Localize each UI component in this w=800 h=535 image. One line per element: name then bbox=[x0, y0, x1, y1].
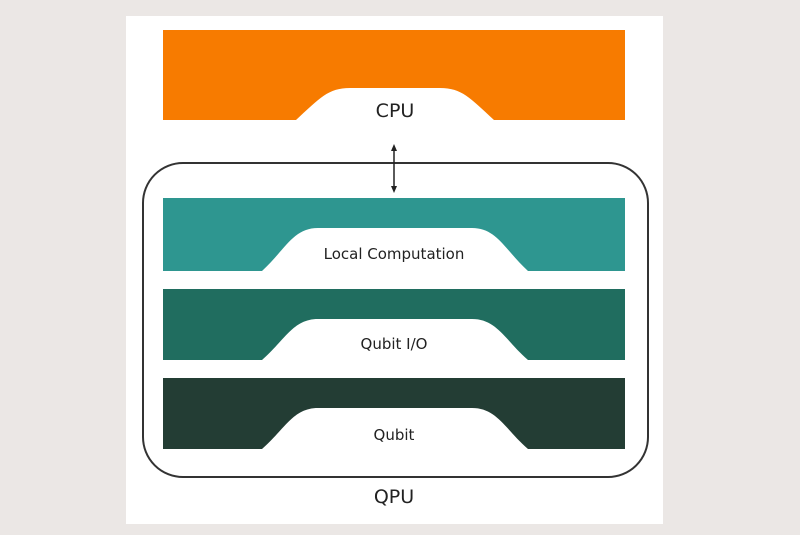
qpu-label: QPU bbox=[373, 486, 415, 508]
layer-local-computation bbox=[163, 198, 625, 271]
local-computation-label: Local Computation bbox=[323, 245, 465, 263]
bidirectional-arrow-icon bbox=[391, 144, 397, 193]
cpu-block bbox=[163, 30, 625, 120]
layer-qubit bbox=[163, 378, 625, 449]
qubit-io-label: Qubit I/O bbox=[360, 335, 428, 353]
cpu-label: CPU bbox=[375, 100, 415, 122]
layer-qubit-io bbox=[163, 289, 625, 360]
qpu-container bbox=[142, 162, 649, 478]
qubit-label: Qubit bbox=[373, 426, 415, 444]
